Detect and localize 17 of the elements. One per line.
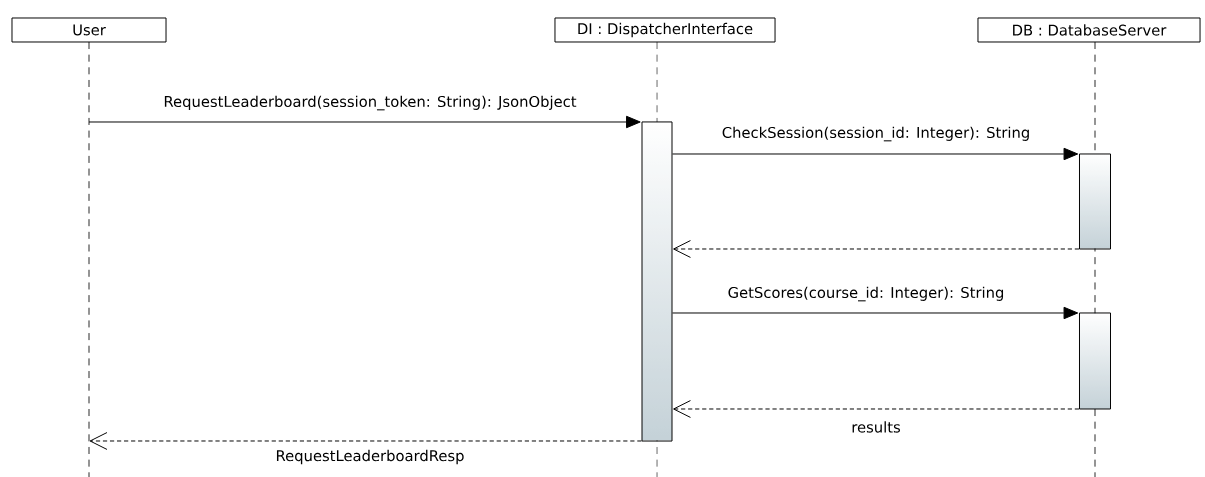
message-arrow xyxy=(672,306,1079,320)
activation-bar xyxy=(1079,312,1111,410)
lifeline-header: DI : DispatcherInterface xyxy=(554,17,776,43)
message-arrow xyxy=(88,115,641,129)
message-arrow xyxy=(673,400,1080,418)
message-arrow xyxy=(673,240,1080,258)
message-label: results xyxy=(849,419,903,435)
message-label: CheckSession(session_id: Integer): String xyxy=(720,125,1032,143)
message-label: RequestLeaderboardResp xyxy=(274,448,466,466)
lifeline-header: User xyxy=(11,17,167,43)
activation-bar xyxy=(641,121,673,442)
message-label: RequestLeaderboard(session_token: String): JsonObject xyxy=(162,94,578,112)
lifeline-header: DB : DatabaseServer xyxy=(977,17,1201,43)
message-arrow xyxy=(672,147,1079,161)
activation-bar xyxy=(1079,153,1111,250)
message-label: GetScores(course_id: Integer): String xyxy=(726,285,1006,303)
message-arrow xyxy=(89,432,642,450)
